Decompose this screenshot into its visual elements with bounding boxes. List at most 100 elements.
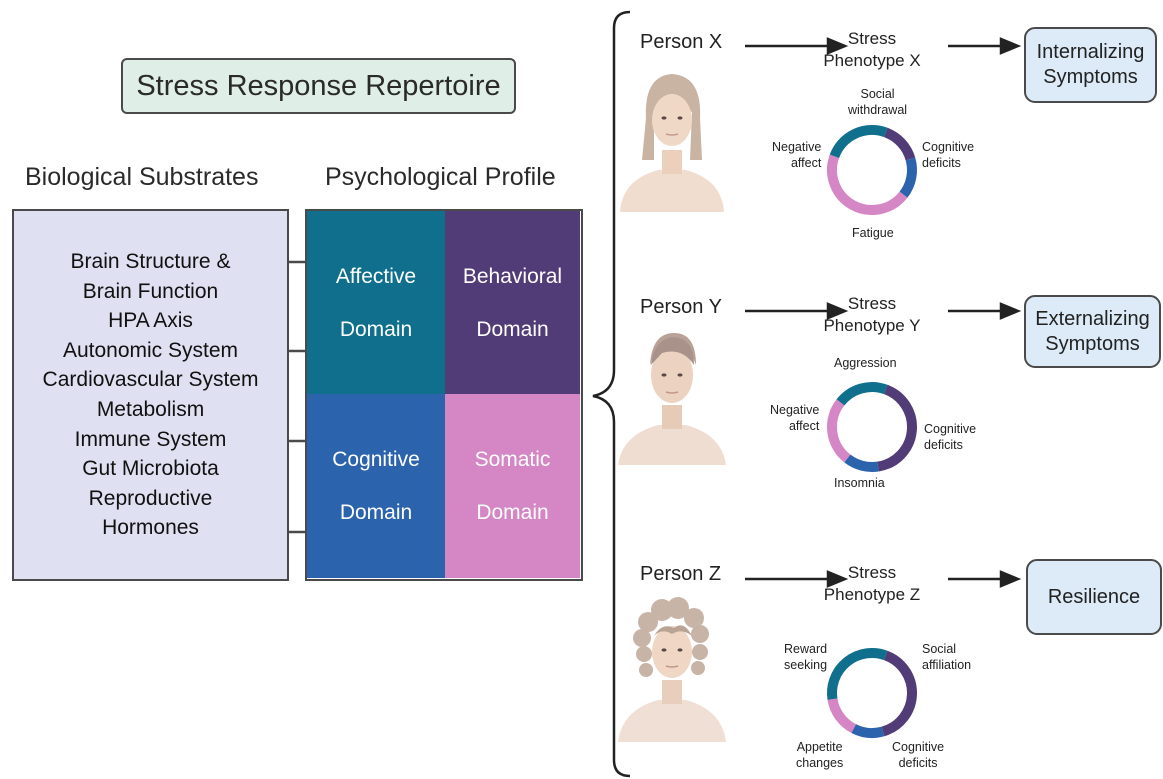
- ring-label-left: Negative affect: [772, 139, 821, 171]
- arrow-head: [826, 570, 849, 588]
- outcome-line: Symptoms: [1043, 66, 1138, 88]
- ring-label-line: Appetite: [796, 740, 843, 754]
- bio-item: Gut Microbiota: [82, 457, 219, 481]
- curly-brace: [592, 10, 631, 778]
- bio-item: Reproductive: [88, 486, 213, 510]
- phenotype-x: Stress Phenotype X: [812, 28, 932, 72]
- affective-domain: Affective Domain: [307, 211, 445, 394]
- domain-label: Domain: [476, 317, 549, 341]
- ring-chart-x: [827, 125, 917, 215]
- person-y-avatar: [618, 333, 726, 465]
- ring-label-line: Cognitive: [922, 140, 975, 154]
- arrow-head: [826, 302, 849, 320]
- ring-segment-behavioral: [877, 384, 917, 472]
- somatic-domain: Somatic Domain: [445, 394, 580, 578]
- phenotype-line: Stress: [847, 29, 897, 48]
- domain-label: Somatic: [474, 448, 551, 471]
- outcome-resilience: Resilience: [1026, 559, 1162, 635]
- ring-label-right: Cognitive deficits: [924, 421, 976, 453]
- ring-label-line: affiliation: [922, 658, 972, 672]
- ring-chart-y: [827, 382, 917, 472]
- ring-segment-affective: [836, 382, 888, 406]
- bio-item: Immune System: [74, 427, 227, 451]
- ring-segment-cognitive: [851, 723, 885, 738]
- ring-segment-somatic: [827, 698, 857, 734]
- psychological-box: Affective Domain Behavioral Domain Cogni…: [305, 209, 583, 581]
- ring-segment-somatic: [827, 154, 908, 215]
- ring-label-line: Reward: [784, 642, 828, 656]
- ring-segment-affective: [827, 648, 888, 700]
- outcome-externalizing: Externalizing Symptoms: [1024, 295, 1161, 368]
- ring-segment-somatic: [827, 399, 851, 463]
- phenotype-z: Stress Phenotype Z: [812, 562, 932, 606]
- ring-label-line: Social: [922, 642, 957, 656]
- bio-item: Brain Structure &: [70, 250, 231, 274]
- arrow-head: [999, 570, 1022, 588]
- phenotype-line: Phenotype Z: [823, 585, 921, 604]
- phenotype-line: Phenotype X: [823, 51, 921, 70]
- bio-item: Metabolism: [96, 398, 205, 421]
- biological-box: Brain Structure & Brain Function HPA Axi…: [12, 209, 289, 581]
- arrow-head: [999, 37, 1022, 55]
- person-z-avatar: [618, 597, 726, 742]
- diagram-title: Stress Response Repertoire: [121, 58, 516, 114]
- phenotype-line: Stress: [847, 563, 897, 582]
- ring-label-line: deficits: [898, 756, 938, 770]
- ring-label-line: changes: [796, 756, 844, 770]
- bio-item: Brain Function: [82, 279, 219, 303]
- bio-item: Autonomic System: [62, 338, 239, 362]
- arrow-head: [826, 37, 849, 55]
- domain-label: Affective: [335, 264, 417, 288]
- arrow-head: [999, 302, 1022, 320]
- ring-segment-behavioral: [881, 650, 917, 737]
- ring-label-bottom-right: Cognitive deficits: [892, 739, 944, 771]
- ring-label-right: Cognitive deficits: [922, 139, 974, 171]
- domain-label: Domain: [339, 317, 413, 341]
- ring-label-bottom: Insomnia: [834, 476, 885, 490]
- outcome-line: Externalizing: [1035, 307, 1150, 330]
- ring-label-line: Negative: [770, 403, 820, 417]
- phenotype-y: Stress Phenotype Y: [812, 293, 932, 337]
- domain-label: Behavioral: [462, 264, 563, 288]
- bio-item: Hormones: [102, 516, 199, 540]
- behavioral-domain: Behavioral Domain: [445, 211, 580, 394]
- person-x-avatar: [620, 74, 724, 212]
- domain-label: Cognitive: [332, 448, 420, 471]
- ring-label-line: withdrawal: [848, 103, 908, 117]
- person-y-label: Person Y: [640, 296, 722, 318]
- psychological-heading: Psychological Profile: [325, 163, 556, 191]
- person-x-label: Person X: [640, 31, 723, 53]
- ring-label-line: Cognitive: [924, 422, 977, 436]
- outcome-line: Symptoms: [1045, 332, 1140, 355]
- ring-label-line: seeking: [784, 658, 828, 672]
- cognitive-domain: Cognitive Domain: [307, 394, 445, 578]
- ring-label-line: deficits: [924, 438, 963, 452]
- phenotype-line: Stress: [847, 294, 897, 313]
- ring-label-line: Cognitive: [892, 740, 945, 754]
- domain-label: Domain: [339, 501, 413, 524]
- ring-segment-affective: [829, 125, 888, 159]
- ring-label-right-top: Social affiliation: [922, 641, 971, 673]
- ring-label-top: Aggression: [834, 356, 897, 370]
- bio-item: Cardiovascular System: [42, 368, 259, 392]
- ring-segment-behavioral: [883, 127, 916, 161]
- phenotype-line: Phenotype Y: [823, 316, 921, 335]
- outcome-line: Internalizing: [1036, 41, 1145, 63]
- ring-label-top: Social withdrawal: [848, 86, 907, 118]
- ring-label-left: Negative affect: [770, 402, 819, 434]
- outcome-internalizing: Internalizing Symptoms: [1024, 27, 1157, 103]
- biological-heading: Biological Substrates: [25, 163, 259, 191]
- ring-chart-z: [827, 648, 917, 738]
- ring-label-line: deficits: [922, 156, 961, 170]
- ring-label-line: affect: [788, 419, 820, 433]
- ring-label-line: Negative: [772, 140, 822, 154]
- bio-item: HPA Axis: [108, 309, 193, 333]
- ring-label-bottom: Fatigue: [852, 226, 894, 240]
- outcome-line: Resilience: [1047, 585, 1141, 608]
- ring-label-bottom-left: Appetite changes: [796, 739, 843, 771]
- ring-label-left-top: Reward seeking: [784, 641, 827, 673]
- ring-label-line: Social: [860, 87, 895, 101]
- domain-label: Domain: [476, 501, 549, 524]
- person-z-label: Person Z: [640, 563, 722, 585]
